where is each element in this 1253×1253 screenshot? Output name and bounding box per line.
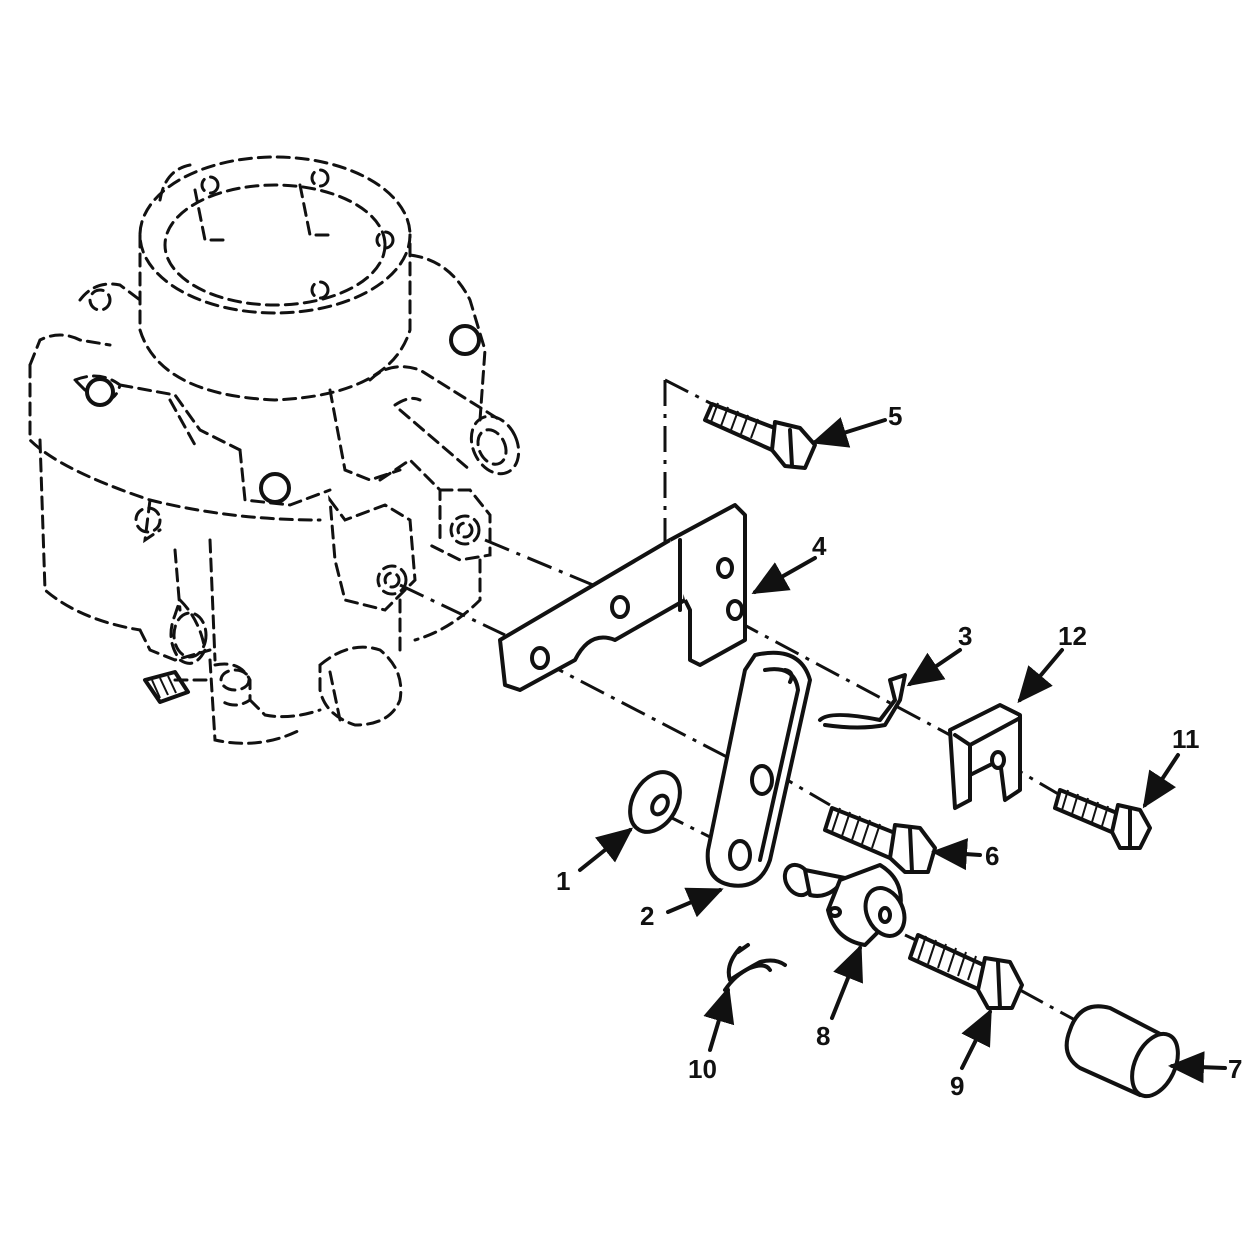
callout-2: 2 [640, 901, 654, 931]
callout-9: 9 [950, 1071, 964, 1101]
bolt-part-11 [1053, 788, 1152, 850]
bolt-part-6 [823, 806, 937, 874]
callout-3: 3 [958, 621, 972, 651]
clamp-part-12 [948, 703, 1022, 810]
callout-labels: 1 2 3 4 5 6 7 8 9 10 11 12 [556, 401, 1242, 1101]
callout-10: 10 [688, 1054, 717, 1084]
wire-clip-part-3 [818, 673, 907, 730]
link-plate-part-2 [705, 650, 812, 888]
callout-12: 12 [1058, 621, 1087, 651]
bolt-part-5 [703, 402, 817, 470]
callout-6: 6 [985, 841, 999, 871]
washer-part-1 [628, 770, 682, 834]
callout-1: 1 [556, 866, 570, 896]
leader-arrows [578, 417, 1227, 1084]
callout-4: 4 [812, 531, 827, 561]
carburetor-body [28, 155, 521, 745]
callout-8: 8 [816, 1021, 830, 1051]
cotter-pin-part-10 [723, 943, 787, 992]
swivel-part-8 [782, 862, 907, 947]
callout-5: 5 [888, 401, 902, 431]
callout-7: 7 [1228, 1054, 1242, 1084]
bracket-part-4 [498, 503, 747, 692]
bolt-part-9 [908, 933, 1024, 1010]
callout-11: 11 [1172, 724, 1200, 754]
cap-part-7 [1064, 1004, 1180, 1099]
